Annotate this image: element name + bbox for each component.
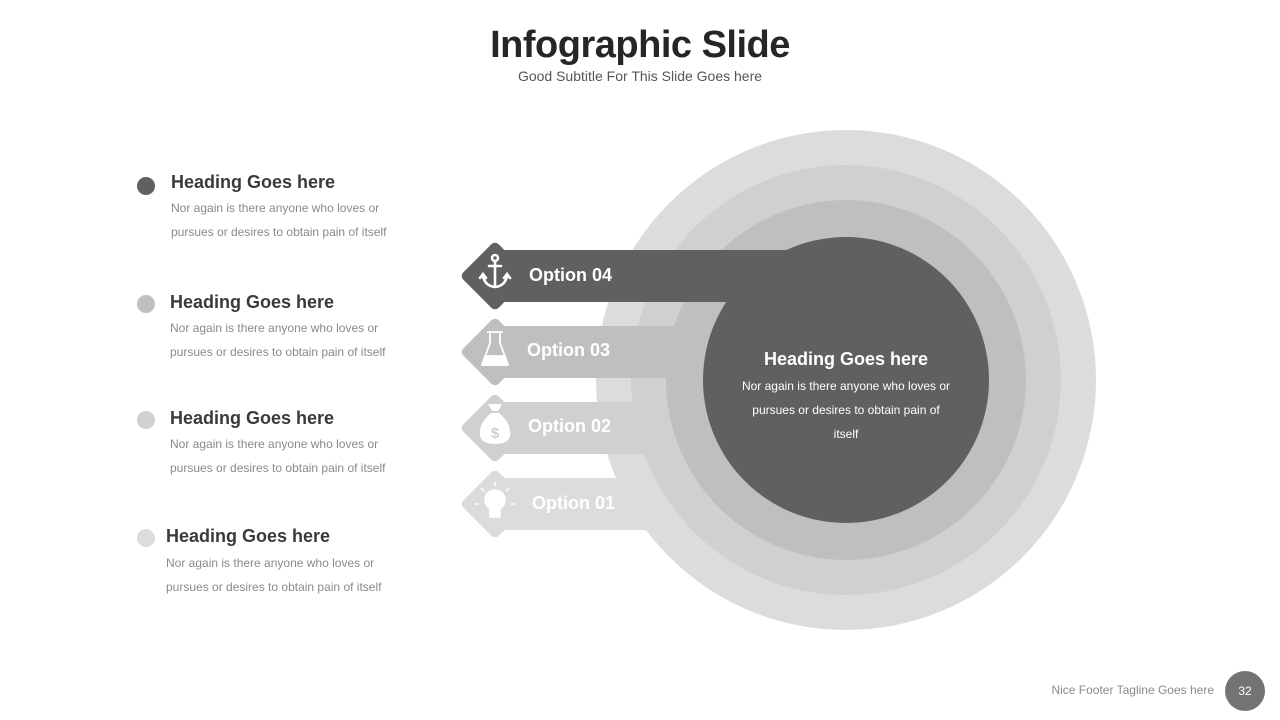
item-body: Nor again is there anyone who loves or p…	[170, 321, 386, 359]
footer-tagline: Nice Footer Tagline Goes here	[1051, 683, 1214, 697]
money-bag-icon: $	[479, 404, 511, 444]
center-body: Nor again is there anyone who loves or p…	[741, 379, 951, 441]
item-heading: Heading Goes here	[170, 292, 335, 312]
bullet-dot	[137, 177, 155, 195]
diamond-option-03	[461, 318, 529, 386]
slide-subtitle: Good Subtitle For This Slide Goes here	[517, 68, 763, 84]
item-body: Nor again is there anyone who loves or p…	[171, 201, 387, 239]
item-body: Nor again is there anyone who loves or p…	[166, 556, 382, 594]
center-heading: Heading Goes here	[763, 349, 929, 369]
page-number-badge: 32	[1225, 671, 1265, 711]
anchor-icon	[478, 253, 512, 289]
bullet-dot	[137, 411, 155, 429]
item-heading: Heading Goes here	[170, 408, 335, 428]
item-heading: Heading Goes here	[171, 172, 336, 192]
svg-text:$: $	[491, 425, 500, 442]
bullet-dot	[137, 295, 155, 313]
center-circle	[703, 237, 989, 523]
option-03-label: Option 03	[527, 340, 611, 360]
slide-title: Infographic Slide	[490, 24, 790, 66]
option-01-label: Option 01	[532, 493, 616, 513]
item-body: Nor again is there anyone who loves or p…	[170, 437, 386, 475]
bullet-dot	[137, 529, 155, 547]
item-heading: Heading Goes here	[166, 526, 331, 546]
option-04-label: Option 04	[529, 265, 613, 285]
option-02-label: Option 02	[528, 416, 612, 436]
flask-icon	[481, 331, 509, 366]
bar-option-04	[495, 250, 795, 302]
lightbulb-icon	[475, 482, 515, 518]
